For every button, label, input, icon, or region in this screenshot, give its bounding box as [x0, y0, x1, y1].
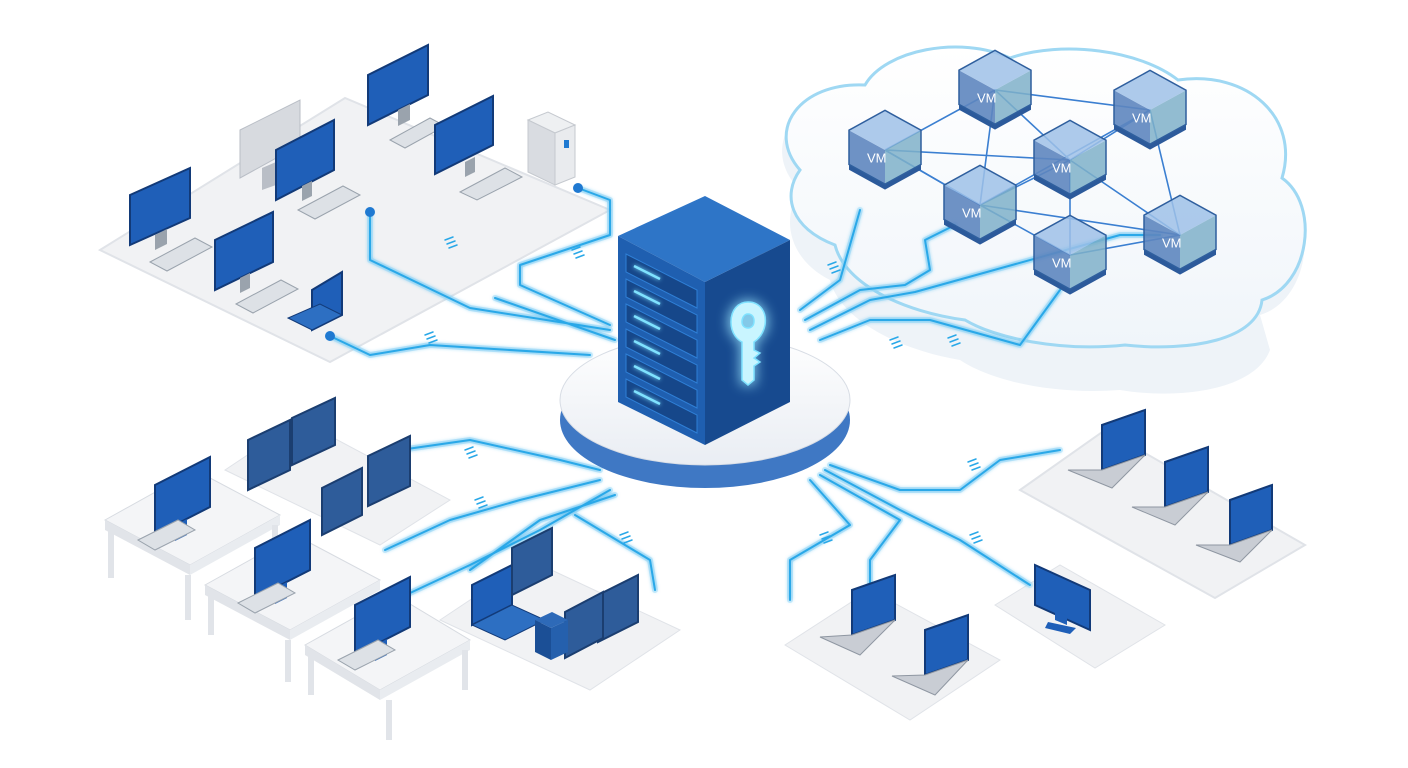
link-office-3 — [329, 335, 591, 356]
desktop-monitor-icon — [434, 94, 524, 201]
vm-instance: VM — [1143, 194, 1217, 275]
desktop-monitor-icon — [247, 396, 411, 537]
desktop-monitor-icon — [129, 166, 214, 272]
laptop-icon — [1195, 483, 1273, 563]
link-office-1 — [369, 211, 611, 331]
link-desk-4 — [469, 494, 616, 571]
link-office-4 — [494, 297, 616, 341]
vm-instance: VM — [1033, 119, 1107, 200]
link-cloud-2 — [809, 234, 1161, 331]
laptop-icon — [1131, 445, 1209, 526]
desktop-monitor-icon — [214, 210, 300, 314]
server-status-lights — [633, 264, 661, 406]
vm-label: VM — [1132, 111, 1152, 126]
link-cloud-3 — [819, 289, 1061, 346]
vm-instance: VM — [1113, 69, 1187, 150]
link-cloud-4 — [799, 209, 861, 311]
link-laptops-right — [829, 449, 1061, 491]
link-desk-1 — [399, 439, 601, 471]
vm-label: VM — [1052, 256, 1072, 271]
link-laptops-1 — [789, 479, 851, 601]
vm-label: VM — [1162, 236, 1182, 251]
pc-tower-icon — [526, 111, 577, 186]
laptop-icon — [891, 613, 969, 696]
desk-workstations — [103, 396, 639, 740]
office-top-left-devices — [129, 43, 577, 332]
vm-instance: VM — [1033, 214, 1107, 295]
desktop-monitor-icon — [367, 43, 447, 149]
vm-instance: VM — [943, 164, 1017, 245]
desktop-monitor-icon — [511, 526, 639, 660]
laptop-icon — [286, 270, 344, 332]
vm-instances: VM VM VM VM VM VM VM — [848, 49, 1217, 295]
link-office-2 — [519, 187, 611, 326]
laptop-icon — [819, 573, 896, 656]
laptop-icon — [1067, 408, 1146, 489]
office-platform-bottom-laptops — [784, 589, 1001, 721]
vm-instance: VM — [958, 49, 1032, 130]
link-desk-2 — [384, 479, 601, 551]
server-top — [618, 196, 790, 282]
vm-label: VM — [977, 91, 997, 106]
desktop-monitor-icon — [236, 518, 311, 614]
cloud-icon — [782, 45, 1307, 394]
desk-3 — [304, 594, 471, 740]
vm-label: VM — [962, 206, 982, 221]
link-endpoints — [325, 183, 583, 341]
link-desk-3 — [394, 489, 611, 601]
desktop-monitor-icon — [136, 455, 211, 551]
key-icon — [728, 300, 768, 386]
vm-label: VM — [867, 151, 887, 166]
vm-instance: VM — [848, 109, 922, 190]
desktop-monitor-icon — [1034, 563, 1091, 634]
network-links — [325, 183, 1163, 613]
pc-tower-icon — [535, 612, 568, 660]
server-drive-bays — [625, 253, 698, 434]
vm-label: VM — [1052, 161, 1072, 176]
link-desk-5 — [574, 514, 656, 591]
link-cloud-1 — [804, 224, 956, 321]
right-devices — [819, 408, 1273, 696]
desktop-monitor-icon — [275, 118, 362, 220]
data-flow-markers — [424, 236, 983, 544]
central-server — [559, 196, 851, 488]
link-desktop-right — [824, 469, 1031, 586]
desktop-monitor-icon — [336, 575, 411, 671]
server-rack-icon — [618, 196, 790, 445]
